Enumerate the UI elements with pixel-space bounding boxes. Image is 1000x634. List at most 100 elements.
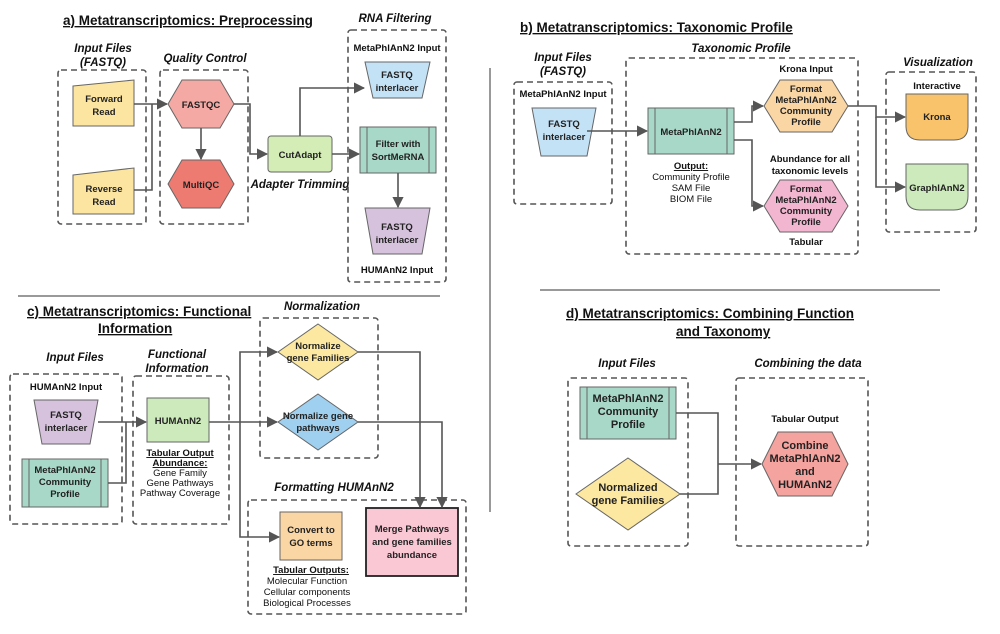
- convert-go-line1: Convert to: [287, 525, 335, 536]
- output-pathway-coverage: Pathway Coverage: [140, 488, 220, 499]
- community-profile-d-line2: Community: [598, 406, 659, 418]
- community-profile-d-line1: MetaPhlAnN2: [593, 393, 664, 405]
- combine-line1: Combine: [781, 440, 828, 452]
- cutadapt-node[interactable]: CutAdapt: [267, 135, 333, 173]
- combine-node[interactable]: Combine MetaPhlAnN2 and HUMAnN2: [761, 431, 849, 497]
- input-files-group-c: [9, 373, 123, 525]
- combine-line4: HUMAnN2: [778, 479, 832, 491]
- community-profile-c-line2: Community: [39, 477, 92, 488]
- normalize-pathways-line2: pathways: [296, 423, 339, 434]
- visualization-group: [885, 71, 977, 233]
- output-cellular-components: Cellular components: [264, 587, 351, 598]
- taxonomic-profile-group: [625, 57, 859, 255]
- normalized-families-line2: gene Families: [592, 495, 665, 507]
- normalize-pathways-node[interactable]: Normalize gene pathways: [277, 393, 359, 451]
- interlacer-top-line2: interlacer: [376, 83, 419, 94]
- reverse-read-node[interactable]: Reverse Read: [72, 167, 135, 215]
- interlacer-c-line1: FASTQ: [50, 410, 82, 421]
- normalized-families-node[interactable]: Normalized gene Families: [575, 457, 681, 531]
- interlacer-bottom-line2: interlacer: [376, 235, 419, 246]
- quality-control-label: Quality Control: [163, 53, 247, 65]
- metaphlan-node[interactable]: MetaPhlAnN2: [647, 107, 735, 155]
- forward-read-node[interactable]: Forward Read: [72, 79, 135, 127]
- input-files-format-b: (FASTQ): [540, 66, 586, 78]
- humann-input-label-a: HUMAnN2 Input: [361, 265, 434, 276]
- formatting-humann-group: [247, 499, 467, 615]
- format-tabular-line2: MetaPhlAnN2: [775, 195, 836, 206]
- section-a-preprocessing: a) Metatranscriptomics: Preprocessing In…: [57, 13, 447, 283]
- arrow-metaphlan-to-tabular-format: [734, 139, 765, 212]
- format-krona-line4: Profile: [791, 117, 821, 128]
- reverse-read-line2: Read: [92, 197, 115, 208]
- output-community-profile: Community Profile: [652, 172, 730, 183]
- convert-go-node[interactable]: Convert to GO terms: [279, 511, 343, 561]
- arrow-profile-to-humann: [108, 422, 127, 484]
- input-files-group-d: [567, 377, 689, 547]
- normalized-families-line1: Normalized: [598, 482, 657, 494]
- format-tabular-node[interactable]: Format MetaPhlAnN2 Community Profile: [763, 179, 849, 233]
- abundance-header-c: Abundance:: [153, 458, 208, 469]
- convert-go-line2: GO terms: [289, 538, 332, 549]
- normalize-families-line1: Normalize: [295, 341, 340, 352]
- multiqc-node[interactable]: MultiQC: [167, 159, 235, 209]
- section-b-title: b) Metatranscriptomics: Taxonomic Profil…: [520, 20, 793, 35]
- arrow-profile-to-combine: [676, 412, 719, 464]
- abundance-label-line2: taxonomic levels: [772, 166, 849, 177]
- merge-line3: abundance: [387, 550, 437, 561]
- rna-filtering-label: RNA Filtering: [358, 13, 431, 25]
- community-profile-d-node[interactable]: MetaPhlAnN2 Community Profile: [579, 386, 677, 440]
- format-tabular-line3: Community: [780, 206, 833, 217]
- community-profile-c-node[interactable]: MetaPhlAnN2 Community Profile: [21, 458, 109, 508]
- fastq-interlacer-bottom-node[interactable]: FASTQ interlacer: [364, 207, 431, 255]
- graphlan-node[interactable]: GraphlAnN2: [905, 163, 969, 211]
- metaphlan-input-label-b: MetaPhlAnN2 Input: [519, 89, 607, 100]
- input-files-label: Input Files: [74, 43, 132, 55]
- section-d-title-line1: d) Metatranscriptomics: Combining Functi…: [566, 306, 854, 321]
- sortmerna-line2: SortMeRNA: [372, 152, 425, 163]
- merge-node[interactable]: Merge Pathways and gene families abundan…: [365, 507, 459, 577]
- cutadapt-label: CutAdapt: [279, 150, 323, 161]
- community-profile-c-line3: Profile: [50, 489, 80, 500]
- forward-read-line2: Read: [92, 107, 115, 118]
- normalize-families-node[interactable]: Normalize gene Families: [277, 323, 359, 381]
- fastq-interlacer-top-node[interactable]: FASTQ interlacer: [364, 61, 431, 99]
- sortmerna-node[interactable]: Filter with SortMeRNA: [359, 126, 437, 174]
- normalization-label: Normalization: [284, 301, 360, 313]
- forward-read-line1: Forward: [85, 94, 123, 105]
- formatting-humann-label: Formatting HUMAnN2: [274, 482, 394, 494]
- section-c-functional-information: c) Metatranscriptomics: Functional Infor…: [9, 301, 467, 615]
- arrow-reverse-to-fastqc: [134, 104, 153, 191]
- arrow-fastqc-to-cutadapt: [234, 103, 269, 160]
- format-krona-node[interactable]: Format MetaPhlAnN2 Community Profile: [763, 79, 849, 133]
- fastq-interlacer-c-node[interactable]: FASTQ interlacer: [33, 399, 99, 445]
- input-files-format: (FASTQ): [80, 57, 126, 69]
- section-c-title-line1: c) Metatranscriptomics: Functional: [27, 304, 251, 319]
- format-krona-line2: MetaPhlAnN2: [775, 95, 836, 106]
- arrow-humann-to-convert-go: [239, 422, 281, 543]
- krona-node[interactable]: Krona: [905, 93, 969, 141]
- humann-input-label-c: HUMAnN2 Input: [30, 382, 103, 393]
- tabular-output-label-d: Tabular Output: [771, 414, 839, 425]
- format-tabular-line1: Format: [790, 184, 823, 195]
- interlacer-c-line2: interlacer: [45, 423, 88, 434]
- fastq-interlacer-b-node[interactable]: FASTQ interlacer: [531, 107, 597, 157]
- output-header: Output:: [674, 161, 708, 172]
- section-c-title-line2: Information: [98, 321, 172, 336]
- interactive-label: Interactive: [913, 81, 961, 92]
- output-biological-processes: Biological Processes: [263, 598, 351, 609]
- arrow-humann-to-norm-families: [239, 346, 279, 422]
- fastqc-label: FASTQC: [182, 100, 221, 111]
- community-profile-d-line3: Profile: [611, 419, 645, 431]
- normalize-pathways-line1: Normalize gene: [283, 411, 353, 422]
- humann-node[interactable]: HUMAnN2: [146, 397, 210, 443]
- output-biom-file: BIOM File: [670, 194, 712, 205]
- input-files-group-a: [57, 69, 147, 225]
- adapter-trimming-label: Adapter Trimming: [250, 179, 350, 191]
- fastqc-node[interactable]: FASTQC: [167, 79, 235, 129]
- input-files-label-c: Input Files: [46, 352, 104, 364]
- interlacer-bottom-line1: FASTQ: [381, 222, 413, 233]
- metaphlan-input-label-a: MetaPhlAnN2 Input: [353, 43, 441, 54]
- input-files-label-b: Input Files: [534, 52, 592, 64]
- output-sam-file: SAM File: [672, 183, 711, 194]
